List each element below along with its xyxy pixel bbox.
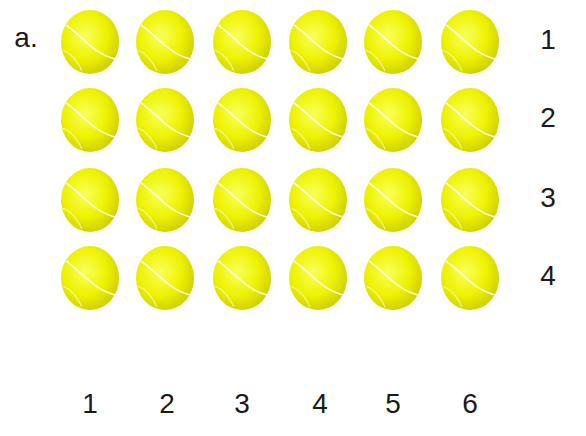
- tennis-ball: [61, 168, 119, 232]
- column-number: 1: [82, 390, 98, 418]
- column-number: 2: [159, 390, 175, 418]
- tennis-ball: [364, 168, 422, 232]
- tennis-ball: [213, 246, 271, 310]
- tennis-ball: [213, 88, 271, 152]
- part-letter: a.: [14, 24, 37, 52]
- tennis-ball: [441, 246, 499, 310]
- tennis-ball: [136, 88, 194, 152]
- tennis-ball: [136, 246, 194, 310]
- tennis-ball: [61, 246, 119, 310]
- ball-row: [61, 246, 499, 310]
- tennis-ball: [364, 246, 422, 310]
- tennis-ball: [289, 168, 347, 232]
- tennis-ball: [136, 10, 194, 74]
- tennis-ball: [213, 168, 271, 232]
- tennis-ball: [61, 10, 119, 74]
- tennis-ball: [441, 10, 499, 74]
- row-number: 4: [540, 262, 556, 290]
- tennis-ball: [61, 88, 119, 152]
- ball-row: [61, 10, 499, 74]
- tennis-ball: [289, 10, 347, 74]
- ball-row: [61, 168, 499, 232]
- tennis-ball: [289, 88, 347, 152]
- column-number: 6: [462, 390, 478, 418]
- tennis-ball: [213, 10, 271, 74]
- row-number: 1: [540, 26, 556, 54]
- tennis-ball: [364, 10, 422, 74]
- row-number: 3: [540, 184, 556, 212]
- tennis-ball: [441, 88, 499, 152]
- tennis-ball: [441, 168, 499, 232]
- column-number: 4: [312, 390, 328, 418]
- column-number: 3: [234, 390, 250, 418]
- tennis-ball: [364, 88, 422, 152]
- tennis-ball: [136, 168, 194, 232]
- ball-row: [61, 88, 499, 152]
- row-number: 2: [540, 104, 556, 132]
- tennis-ball: [289, 246, 347, 310]
- column-number: 5: [385, 390, 401, 418]
